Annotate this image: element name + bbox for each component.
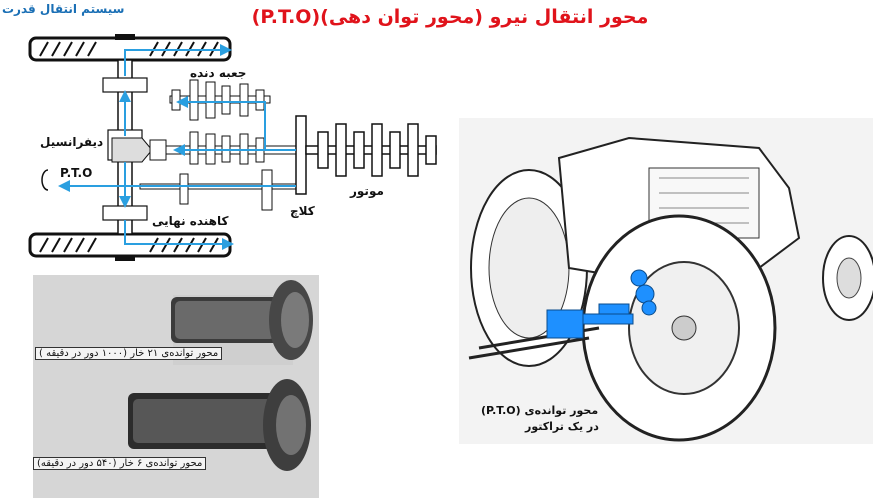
gearbox-label: جعبه دنده (190, 66, 247, 80)
section-label: سیستم انتقال قدرت (2, 2, 125, 16)
bottom-wheel (28, 232, 232, 261)
drivetrain-schematic (28, 34, 437, 261)
pto-label: P.T.O (60, 166, 93, 180)
pto-highlight (546, 269, 657, 339)
page-title: محور انتقال نیرو (محور توان دهی)(P.T.O) (251, 6, 649, 28)
pto-shaft-photo: محور توانده‌ی ۲۱ خار (۱۰۰۰ دور در دقیقه … (33, 275, 319, 498)
final-drive-label: کاهنده نهایی (152, 214, 229, 228)
tractor-illustration-panel: محور توانده‌ی (P.T.O) در یک تراکتور (459, 118, 874, 444)
top-wheel (28, 34, 232, 62)
pto-rotation-icon (41, 169, 49, 191)
differential-label: دیفرانسیل (40, 135, 104, 149)
pto-1000rpm-caption: محور توانده‌ی ۲۱ خار (۱۰۰۰ دور در دقیقه … (35, 347, 223, 360)
tractor-caption-line1: محور توانده‌ی (P.T.O) (481, 404, 599, 417)
pto-540rpm-caption: محور توانده‌ی ۶ خار (۵۴۰ دور در دقیقه) (33, 457, 207, 470)
tractor-caption-line2: در یک تراکتور (525, 420, 599, 433)
engine-label: موتور (350, 184, 384, 198)
clutch (295, 115, 307, 195)
clutch-label: کلاچ (290, 204, 315, 218)
tractor-drawing (459, 118, 874, 444)
power-flow-arrows (58, 44, 296, 250)
engine-crankshaft (305, 123, 437, 177)
differential (111, 137, 167, 163)
